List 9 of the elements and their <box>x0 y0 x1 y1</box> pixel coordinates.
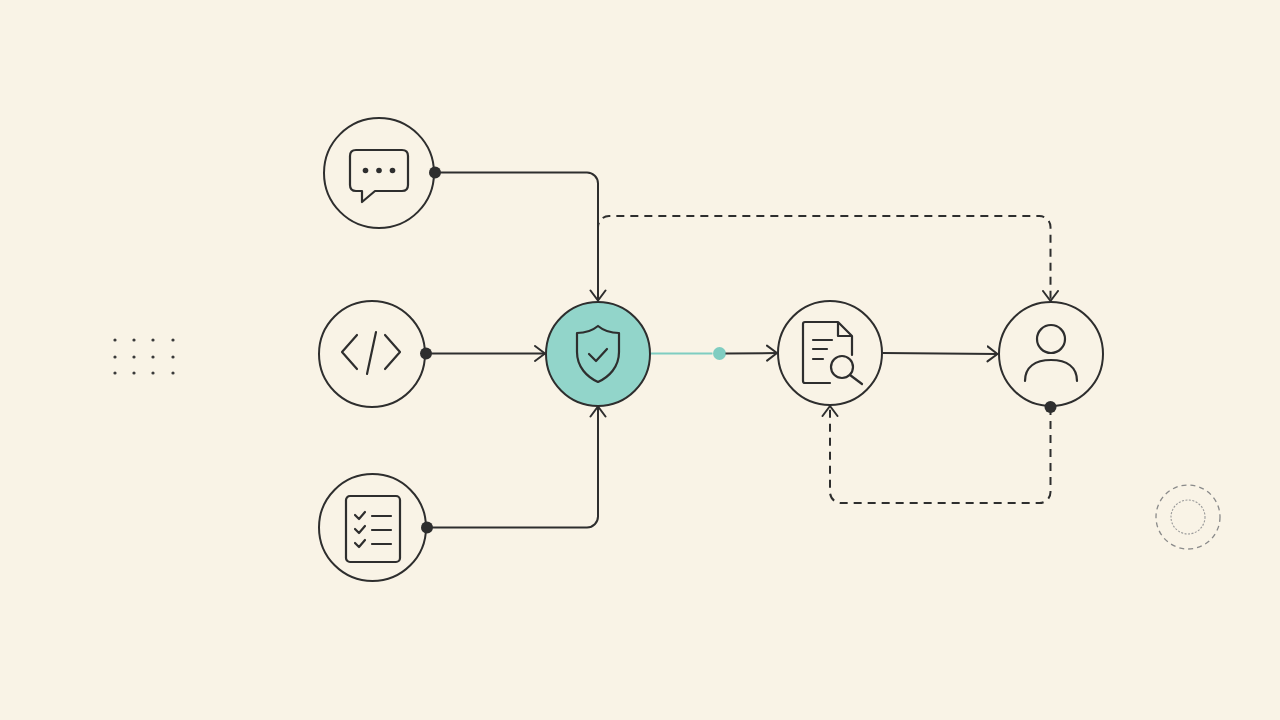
arrow <box>429 166 607 302</box>
dashed-arrow <box>821 401 1057 504</box>
connector-line <box>650 352 714 355</box>
arrow <box>724 344 778 362</box>
arrow <box>882 345 999 363</box>
arrow <box>421 405 607 534</box>
junction-dot <box>712 347 726 360</box>
dashed-arrow <box>597 215 1059 302</box>
arrow <box>420 345 546 362</box>
